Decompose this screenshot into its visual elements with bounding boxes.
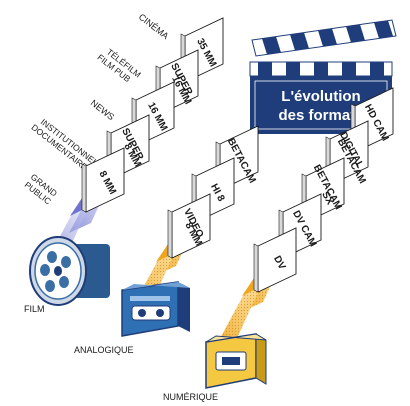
title-line-1: L'évolution	[281, 88, 360, 105]
digital-label: NUMÉRIQUE	[163, 392, 218, 402]
analog-label: ANALOGIQUE	[74, 345, 134, 355]
category-news: NEWS	[89, 98, 116, 123]
analog-cassette-icon	[121, 281, 190, 337]
film-format-card-4: 8 MM	[81, 147, 125, 213]
film-label: FILM	[24, 304, 45, 314]
category-cinema: CINÉMA	[137, 12, 171, 41]
digital-format-card-4: DV	[253, 227, 297, 293]
title-line-2: des formats	[278, 107, 363, 124]
digital-card-edge-4	[253, 243, 259, 293]
analog-card-edge-2	[167, 209, 173, 259]
digital-beam-texture-4	[216, 288, 260, 346]
film-card-edge-4	[81, 163, 87, 213]
film-reel-icon	[29, 236, 110, 306]
digital-cassette-icon	[205, 333, 267, 389]
